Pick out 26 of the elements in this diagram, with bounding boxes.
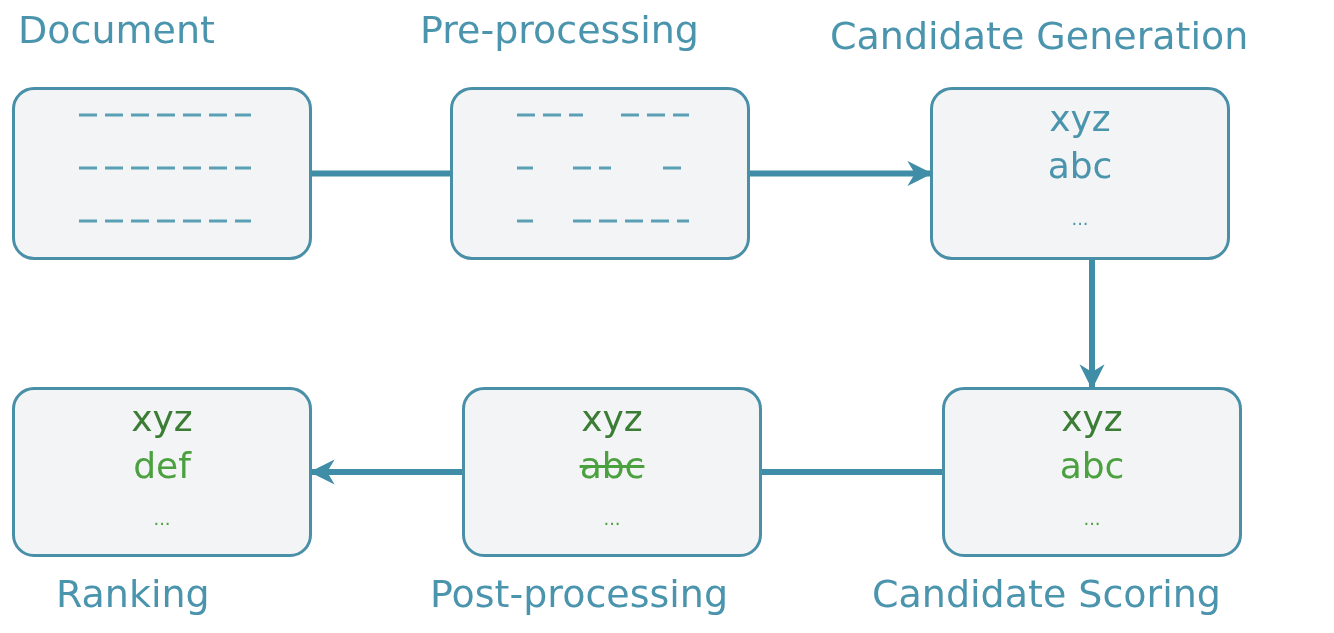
process-box	[450, 87, 750, 260]
candidate-term: abc	[1059, 445, 1125, 486]
candidate-term: abc	[1047, 145, 1113, 186]
process-box	[930, 87, 1230, 260]
candidate-term: xyz	[581, 398, 643, 439]
process-box	[942, 387, 1242, 557]
ellipsis: ...	[1071, 208, 1089, 229]
step-title: Ranking	[56, 572, 210, 616]
candidate-term: abc	[579, 445, 645, 486]
connector-line	[762, 469, 942, 475]
candidate-term: def	[133, 445, 191, 486]
process-box	[12, 387, 312, 557]
step-title: Document	[18, 8, 215, 52]
process-box	[12, 87, 312, 260]
step-title: Post-processing	[430, 572, 728, 616]
connector-line	[312, 170, 450, 177]
ellipsis: ...	[153, 508, 171, 529]
ellipsis: ...	[603, 508, 621, 529]
step-title: Pre-processing	[420, 8, 699, 52]
candidate-term: xyz	[1061, 398, 1123, 439]
step-title: Candidate Generation	[830, 14, 1249, 58]
candidate-term: xyz	[1049, 98, 1111, 139]
ellipsis: ...	[1083, 508, 1101, 529]
process-box	[462, 387, 762, 557]
step-title: Candidate Scoring	[872, 572, 1221, 616]
candidate-term: xyz	[131, 398, 193, 439]
